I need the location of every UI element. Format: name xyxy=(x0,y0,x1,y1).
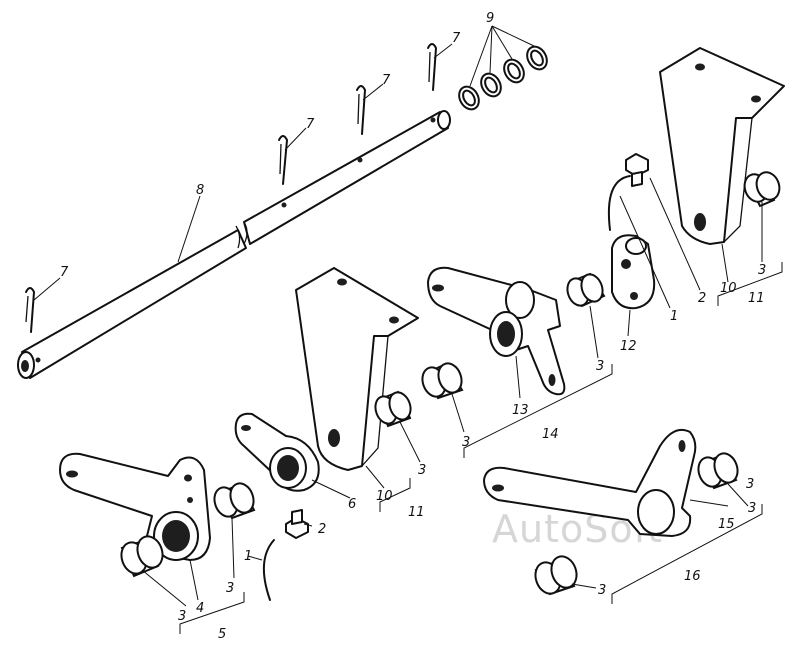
bracket-10-center xyxy=(295,267,419,471)
bushing-3-f xyxy=(120,535,164,578)
callout-16: 16 xyxy=(684,569,701,584)
callout-3: 3 xyxy=(596,359,604,374)
callout-11: 11 xyxy=(408,505,425,520)
callout-14: 14 xyxy=(542,427,559,442)
bushing-3-g xyxy=(697,452,739,490)
callout-6: 6 xyxy=(348,497,356,512)
spring-clip-1-upper xyxy=(607,175,631,231)
washers-9 xyxy=(458,45,548,111)
callout-3: 3 xyxy=(226,581,234,596)
lever-13 xyxy=(427,266,566,396)
callout-10: 10 xyxy=(376,489,393,504)
cotter-pin-7-b xyxy=(278,135,288,185)
callout-7: 7 xyxy=(306,117,315,132)
callout-13: 13 xyxy=(512,403,529,418)
callout-10: 10 xyxy=(720,281,737,296)
bracket-10-right xyxy=(659,47,785,245)
bushing-3-h xyxy=(534,555,578,596)
cotter-pin-7-d xyxy=(427,43,437,91)
bushing-3-a xyxy=(743,171,781,208)
callout-3: 3 xyxy=(758,263,766,278)
callout-9: 9 xyxy=(486,11,494,26)
callout-7: 7 xyxy=(60,265,69,280)
callout-4: 4 xyxy=(196,601,204,616)
callout-3: 3 xyxy=(462,435,470,450)
bolt-2-upper xyxy=(625,153,649,187)
bushing-3-b xyxy=(566,272,606,308)
lever-15 xyxy=(483,428,697,537)
callout-3: 3 xyxy=(418,463,426,478)
spring-clip-1-lower xyxy=(262,539,275,601)
callout-1: 1 xyxy=(244,549,252,564)
callout-5: 5 xyxy=(218,627,226,642)
callout-1: 1 xyxy=(670,309,678,324)
shaft-8 xyxy=(17,110,451,379)
callout-11: 11 xyxy=(748,291,765,306)
callout-3: 3 xyxy=(598,583,606,598)
callout-2: 2 xyxy=(318,522,326,537)
cotter-pin-7-a xyxy=(25,287,35,333)
callout-15: 15 xyxy=(718,517,735,532)
callout-3: 3 xyxy=(178,609,186,624)
callout-7: 7 xyxy=(382,73,391,88)
bushing-3-c xyxy=(374,390,412,428)
lever-4 xyxy=(59,452,211,561)
bolt-2-lower xyxy=(285,509,309,539)
lever-12 xyxy=(611,234,656,310)
callout-3: 3 xyxy=(748,501,756,516)
callout-8: 8 xyxy=(196,183,204,198)
bushing-3-e xyxy=(213,482,256,520)
callout-2: 2 xyxy=(698,291,706,306)
callout-7: 7 xyxy=(452,31,461,46)
bushing-3-d xyxy=(421,362,464,400)
leader-lines xyxy=(33,25,783,634)
callout-3: 3 xyxy=(746,477,754,492)
cotter-pin-7-c xyxy=(356,85,366,135)
callout-12: 12 xyxy=(620,339,637,354)
callout-labels: 1 1 2 2 3 3 3 3 3 3 3 3 3 4 5 6 7 7 7 7 … xyxy=(60,11,766,642)
lever-6 xyxy=(234,412,320,492)
